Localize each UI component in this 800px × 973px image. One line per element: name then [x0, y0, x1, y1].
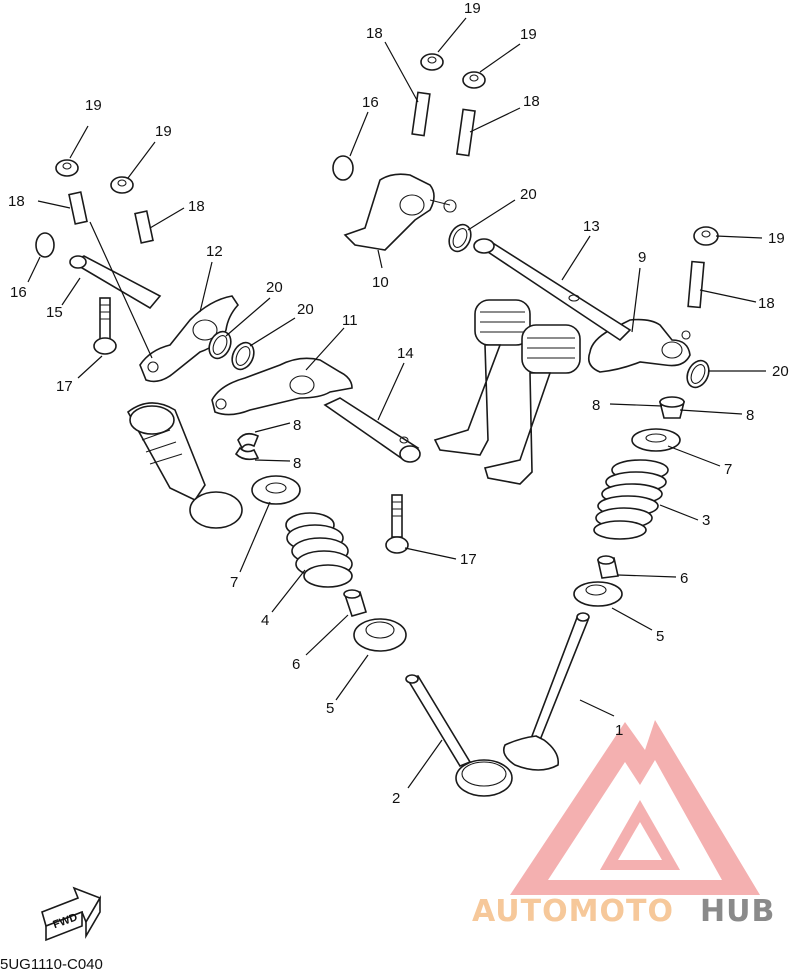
- spring-seat-7a: [251, 475, 301, 505]
- lifter-a: [433, 299, 531, 456]
- callout-17a: 17: [56, 378, 73, 395]
- nut-19c: [420, 53, 444, 71]
- callout-6b: 6: [680, 570, 688, 587]
- callout-3: 3: [702, 512, 710, 529]
- gasket-20c: [448, 223, 472, 253]
- callout-17b: 17: [460, 551, 477, 568]
- watermark-logo: [510, 720, 760, 895]
- callout-18c: 18: [366, 25, 383, 42]
- callout-20d: 20: [772, 363, 789, 380]
- lifter-b: [483, 324, 581, 485]
- stud-18a: [68, 191, 88, 225]
- callout-18d: 18: [523, 93, 540, 110]
- spring-seat-7b: [631, 428, 681, 452]
- callout-7a: 7: [230, 574, 238, 591]
- stem-seal-6b: [597, 555, 619, 579]
- rocker-arm-11: [211, 357, 353, 416]
- stud-18b: [134, 210, 154, 244]
- gasket-20b: [231, 341, 255, 371]
- callout-18a: 18: [8, 193, 25, 210]
- callout-5a: 5: [326, 700, 334, 717]
- bolt-17b: [385, 494, 409, 554]
- stud-18c: [411, 91, 431, 137]
- tappet-assembly: [126, 402, 243, 529]
- callout-8b: 8: [293, 455, 301, 472]
- bolt-17a: [93, 297, 117, 355]
- callout-18b: 18: [188, 198, 205, 215]
- callout-13: 13: [583, 218, 600, 235]
- callout-labels: 1 2 3 4 5 5 6 6 7 7 8 8 8 8 9 10 11 12 1…: [8, 0, 789, 807]
- nut-19b: [110, 176, 134, 194]
- valve-spring-4: [285, 512, 353, 588]
- valve-cotter-8a: [234, 432, 260, 461]
- callout-12: 12: [206, 243, 223, 260]
- callout-20b: 20: [297, 301, 314, 318]
- callout-18e: 18: [758, 295, 775, 312]
- watermark-text-automoto: AUTOMOTO: [472, 894, 674, 929]
- callout-11: 11: [342, 312, 358, 329]
- o-ring-16b: [332, 155, 354, 181]
- watermark-text-hub: HUB: [700, 894, 775, 929]
- callout-7b: 7: [724, 461, 732, 478]
- stud-18d: [455, 108, 476, 157]
- stem-seal-6a: [343, 589, 367, 617]
- callout-10: 10: [372, 274, 389, 291]
- nut-19e: [693, 226, 719, 246]
- callout-4: 4: [261, 612, 269, 629]
- rocker-bracket-10: [343, 173, 457, 251]
- callout-16a: 16: [10, 284, 27, 301]
- callout-19b: 19: [155, 123, 172, 140]
- nut-19a: [55, 159, 79, 177]
- callout-8a: 8: [293, 417, 301, 434]
- rocker-shaft-14: [323, 397, 421, 463]
- leader-lines: [27, 17, 766, 789]
- callout-1: 1: [615, 722, 623, 739]
- callout-19c: 19: [464, 0, 481, 17]
- diagram-code: 5UG1110-C040: [0, 956, 103, 973]
- fwd-arrow-icon: FWD: [41, 886, 102, 942]
- callout-19e: 19: [768, 230, 785, 247]
- valve-cotter-8b: [658, 396, 686, 419]
- rocker-shaft-15: [69, 255, 162, 310]
- callout-16b: 16: [362, 94, 379, 111]
- nut-19d: [462, 71, 486, 89]
- valve-spring-3: [593, 459, 669, 540]
- callout-2: 2: [392, 790, 400, 807]
- callout-5b: 5: [656, 628, 664, 645]
- callout-14: 14: [397, 345, 414, 362]
- callout-19d: 19: [520, 26, 537, 43]
- valve-1: [502, 612, 590, 771]
- callout-15: 15: [46, 304, 63, 321]
- callout-19a: 19: [85, 97, 102, 114]
- callout-20a: 20: [266, 279, 283, 296]
- gasket-20a: [208, 330, 232, 360]
- stud-18e: [687, 260, 705, 309]
- callout-9: 9: [638, 249, 646, 266]
- callout-20c: 20: [520, 186, 537, 203]
- callout-6a: 6: [292, 656, 300, 673]
- callout-8d: 8: [746, 407, 754, 424]
- spring-retainer-5a: [353, 618, 407, 652]
- o-ring-16a: [35, 232, 55, 258]
- rocker-shaft-13: [473, 238, 632, 342]
- callout-8c: 8: [592, 397, 600, 414]
- rocker-arm-12: [139, 295, 240, 383]
- gasket-20d: [686, 359, 710, 389]
- valve-2: [405, 674, 513, 797]
- spring-retainer-5b: [573, 581, 623, 607]
